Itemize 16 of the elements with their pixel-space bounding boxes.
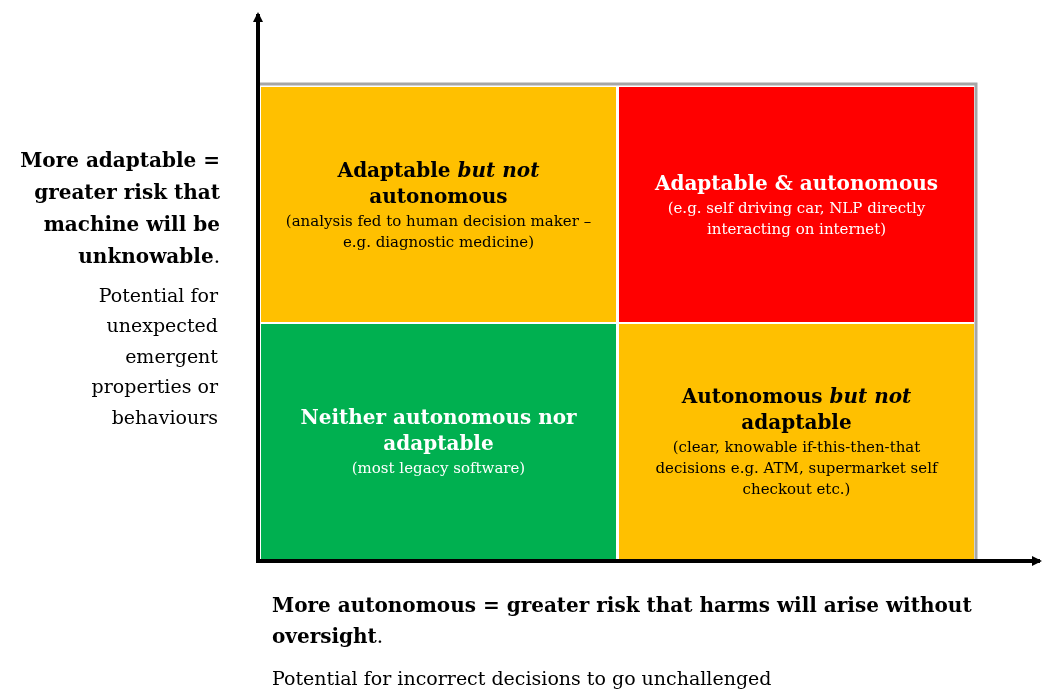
quadrant-panel — [261, 324, 616, 559]
quadrant-heading: Neither autonomous nor adaptable — [299, 404, 578, 456]
quadrant-description: (e.g. self driving car, NLP directly interacting on internet) — [666, 197, 927, 240]
quadrant-panel — [619, 87, 974, 322]
axis-title: More autonomous = greater risk that harms will arise without oversight. — [272, 592, 973, 650]
quadrant-heading: Autonomous but not adaptable — [680, 383, 913, 435]
axis-note: Potential for unexpected emergent properties or behaviours — [90, 283, 218, 430]
quadrant-description: (clear, knowable if-this-then-that decisions e.g. ATM, supermarket self checkout etc.) — [654, 437, 940, 500]
axis-note: Potential for incorrect decisions to go unchallenged — [272, 666, 773, 691]
axis-title: More adaptable = greater risk that machine will be unknowable. — [19, 147, 220, 270]
quadrant-description: (most legacy software) — [351, 458, 526, 479]
quadrant-heading: Adaptable & autonomous — [654, 169, 939, 196]
quadrant-heading: Adaptable but not autonomous — [336, 156, 541, 209]
quadrant-panel — [619, 324, 974, 559]
quadrant-description: (analysis fed to human decision maker – e.g. diagnostic medicine) — [284, 210, 593, 253]
quadrant-panel — [261, 87, 616, 322]
